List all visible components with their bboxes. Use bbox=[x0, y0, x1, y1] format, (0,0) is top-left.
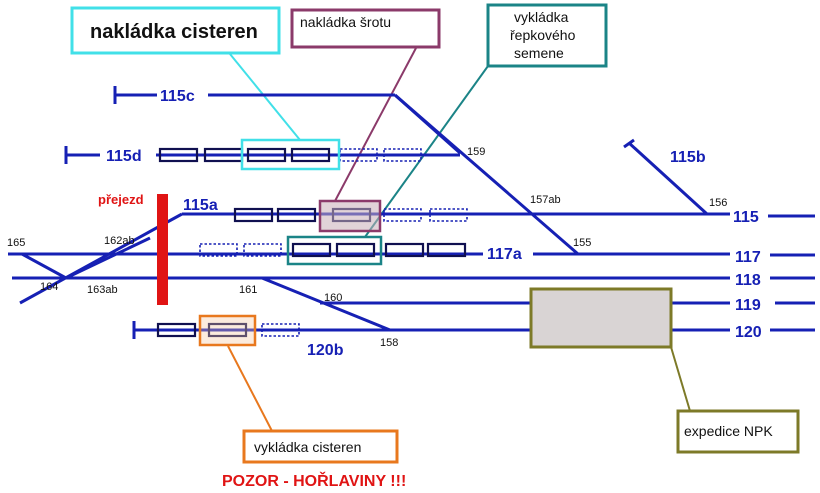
track-label-120b: 120b bbox=[307, 342, 344, 359]
npk-callout bbox=[676, 409, 800, 454]
rapeseed-label-line3: semene bbox=[514, 45, 564, 61]
rapeseed-callout bbox=[486, 3, 608, 68]
wagon bbox=[158, 147, 199, 163]
tank-loading-callout bbox=[70, 6, 281, 55]
switch-label-159: 159 bbox=[467, 146, 485, 158]
wagon bbox=[335, 242, 376, 258]
wagon bbox=[290, 147, 331, 163]
wagons-115d bbox=[158, 147, 422, 163]
wagon bbox=[426, 242, 467, 258]
scrap-loading-area bbox=[318, 199, 382, 233]
tank-loading-label: nakládka cisteren bbox=[90, 21, 258, 43]
connector-161-158 bbox=[261, 276, 391, 332]
scrap-loading-callout bbox=[290, 8, 441, 49]
level-crossing-bar bbox=[157, 194, 168, 305]
npk-leader bbox=[670, 346, 691, 412]
switch-label-157ab: 157ab bbox=[530, 194, 561, 206]
empty-wagon-slot bbox=[383, 148, 422, 162]
crossing-label: přejezd bbox=[98, 192, 144, 207]
empty-wagon-slot bbox=[199, 243, 238, 257]
tank-loading-area bbox=[240, 138, 341, 171]
empty-wagon-slot bbox=[429, 208, 468, 222]
tank-unloading-leader bbox=[227, 345, 273, 432]
track-label-115: 115 bbox=[733, 209, 759, 226]
warning-text: POZOR - HOŘLAVINY !!! bbox=[222, 471, 406, 490]
track-label-115c: 115c bbox=[160, 88, 195, 105]
track-label-117a: 117a bbox=[487, 246, 522, 263]
wagon bbox=[207, 322, 248, 338]
wagon bbox=[291, 242, 332, 258]
tank-loading-leader bbox=[229, 53, 301, 141]
switch-label-155: 155 bbox=[573, 237, 591, 249]
connector-115c-117 bbox=[394, 93, 579, 256]
track-115b bbox=[627, 141, 709, 216]
switch-label-163ab: 163ab bbox=[87, 284, 118, 296]
switch-label-161: 161 bbox=[239, 284, 257, 296]
scrap-loading-label: nakládka šrotu bbox=[300, 14, 391, 30]
wagon bbox=[233, 207, 274, 223]
rapeseed-unloading-area bbox=[286, 235, 383, 266]
switch-label-156: 156 bbox=[709, 197, 727, 209]
switch-label-160: 160 bbox=[324, 292, 342, 304]
crossover-165-164 bbox=[21, 252, 67, 280]
rapeseed-label-line2: řepkového bbox=[510, 27, 576, 43]
tank-unloading-callout bbox=[242, 429, 399, 464]
track-label-119: 119 bbox=[735, 297, 761, 314]
track-label-117: 117 bbox=[735, 249, 761, 266]
track-label-115d: 115d bbox=[106, 148, 142, 165]
rapeseed-label-line1: vykládka bbox=[514, 9, 569, 25]
switch-label-165: 165 bbox=[7, 237, 25, 249]
empty-wagon-slot bbox=[261, 323, 300, 337]
npk-dispatch-area bbox=[529, 287, 673, 349]
track-label-115b: 115b bbox=[670, 149, 706, 166]
scrap-loading-leader bbox=[334, 47, 417, 202]
switch-label-162ab: 162ab bbox=[104, 235, 135, 247]
wagon bbox=[156, 322, 197, 338]
tank-unloading-area bbox=[198, 314, 257, 347]
tank-unloading-label: vykládka cisteren bbox=[254, 439, 361, 455]
wagon bbox=[246, 147, 287, 163]
track-label-115a: 115a bbox=[183, 197, 218, 214]
wagons-117a bbox=[199, 242, 467, 258]
empty-wagon-slot bbox=[383, 208, 422, 222]
crossover-163ab-162ab bbox=[19, 224, 161, 305]
wagon bbox=[384, 242, 425, 258]
npk-label: expedice NPK bbox=[684, 423, 773, 439]
wagon bbox=[276, 207, 317, 223]
empty-wagon-slot bbox=[243, 243, 282, 257]
switch-label-164: 164 bbox=[40, 281, 58, 293]
wagons-120b bbox=[156, 322, 300, 338]
switch-label-158: 158 bbox=[380, 337, 398, 349]
track-label-118: 118 bbox=[735, 272, 761, 289]
track-label-120: 120 bbox=[735, 324, 762, 341]
